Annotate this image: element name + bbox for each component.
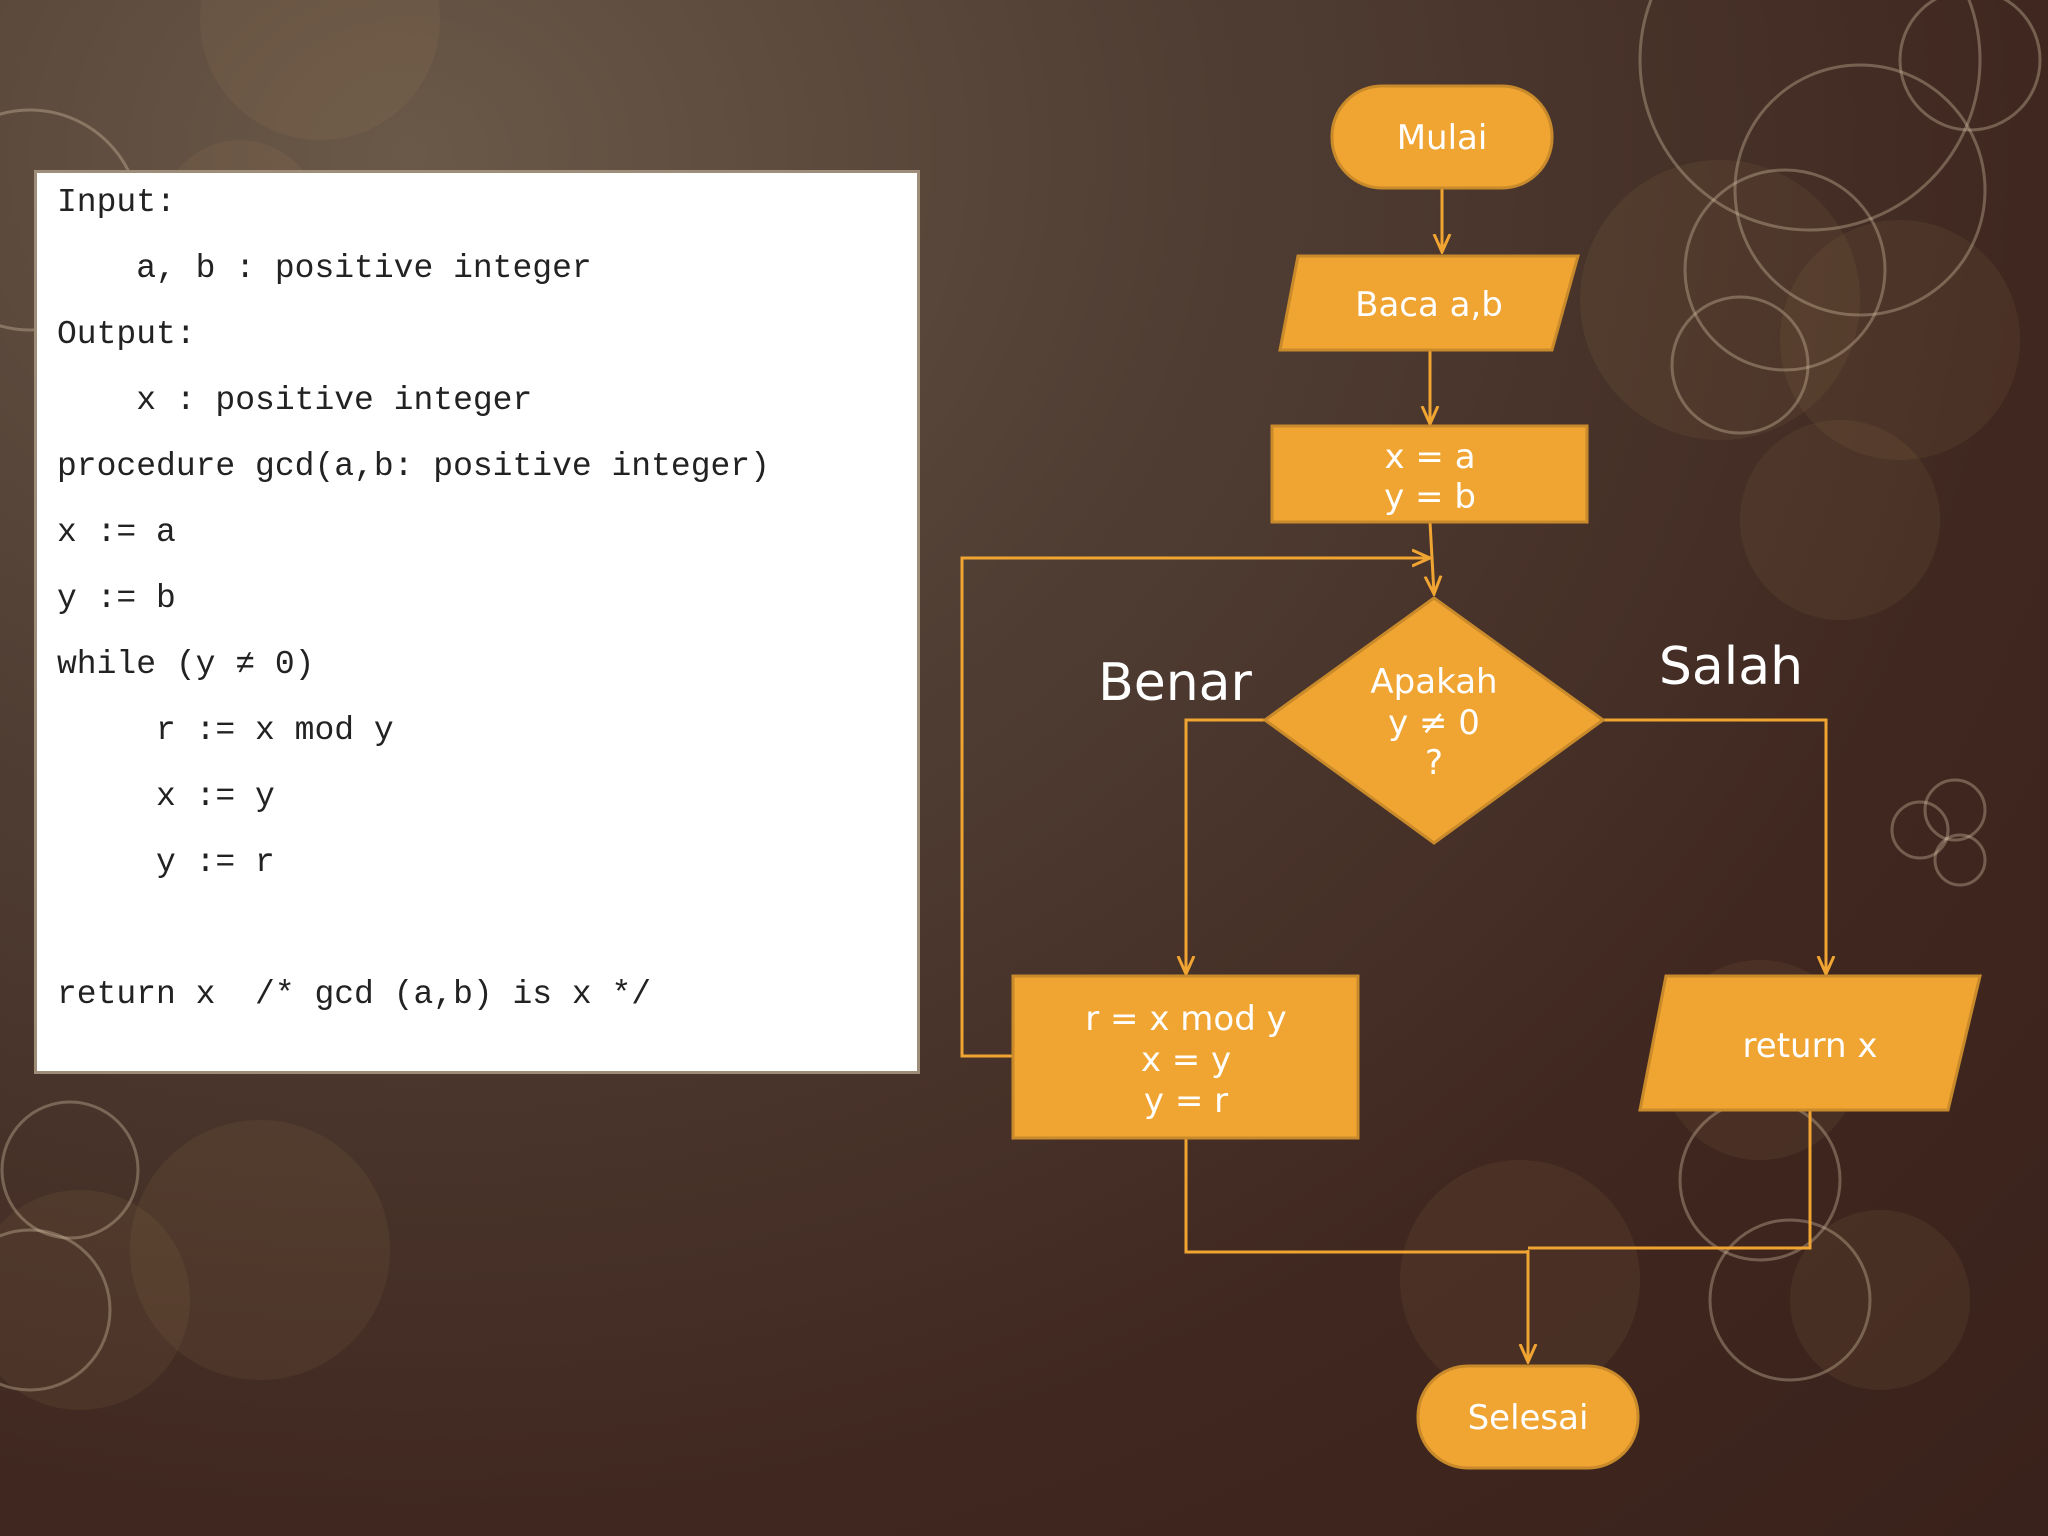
output-parallelogram <box>1638 974 1982 1112</box>
code-line-assign-y: y := b <box>57 580 176 617</box>
code-line-return: return x /* gcd (a,b) is x */ <box>57 976 652 1013</box>
loop-body-process <box>1011 974 1360 1140</box>
start-label: Mulai <box>1397 118 1488 158</box>
decision-line-2: y ≠ 0 <box>1388 703 1480 743</box>
loop-body-line-2: x = y <box>1141 1040 1231 1080</box>
connector-output-to-merge <box>1528 1110 1812 1250</box>
end-terminator <box>1416 1364 1640 1470</box>
input-parallelogram <box>1278 254 1580 352</box>
connector-false-branch <box>1603 718 1826 974</box>
connector-loop-back <box>960 558 1430 1058</box>
code-line-update-y: y := r <box>57 844 275 881</box>
code-line-while: while (y ≠ 0) <box>57 646 315 683</box>
code-line-update-x: x := y <box>57 778 275 815</box>
code-line-assign-x: x := a <box>57 514 176 551</box>
init-line-x: x = a <box>1384 437 1475 477</box>
code-line-output-heading: Output: <box>57 316 196 353</box>
connectors <box>960 188 1826 1362</box>
connector-true-branch <box>1186 718 1265 974</box>
init-process <box>1270 424 1589 524</box>
decision-diamond <box>1262 596 1606 845</box>
code-line-input-params: a, b : positive integer <box>57 250 592 287</box>
decision-line-1: Apakah <box>1370 662 1497 702</box>
code-line-assign-r: r := x mod y <box>57 712 394 749</box>
code-line-output-var: x : positive integer <box>57 382 533 419</box>
code-line-procedure: procedure gcd(a,b: positive integer) <box>57 448 770 485</box>
init-line-y: y = b <box>1384 477 1476 517</box>
loop-body-line-1: r = x mod y <box>1085 999 1286 1039</box>
end-label: Selesai <box>1468 1398 1589 1438</box>
false-branch-label: Salah <box>1659 637 1803 697</box>
connector-init-to-decision <box>1430 521 1434 594</box>
loop-body-line-3: y = r <box>1144 1081 1228 1121</box>
true-branch-label: Benar <box>1098 653 1252 713</box>
input-label: Baca a,b <box>1355 285 1503 325</box>
connector-body-to-merge <box>1184 1138 1528 1254</box>
output-label: return x <box>1743 1026 1878 1066</box>
decision-line-3: ? <box>1425 743 1443 783</box>
pseudocode-panel: Input: a, b : positive integer Output: x… <box>34 170 920 1074</box>
start-terminator <box>1330 84 1554 190</box>
code-line-input-heading: Input: <box>57 184 176 221</box>
